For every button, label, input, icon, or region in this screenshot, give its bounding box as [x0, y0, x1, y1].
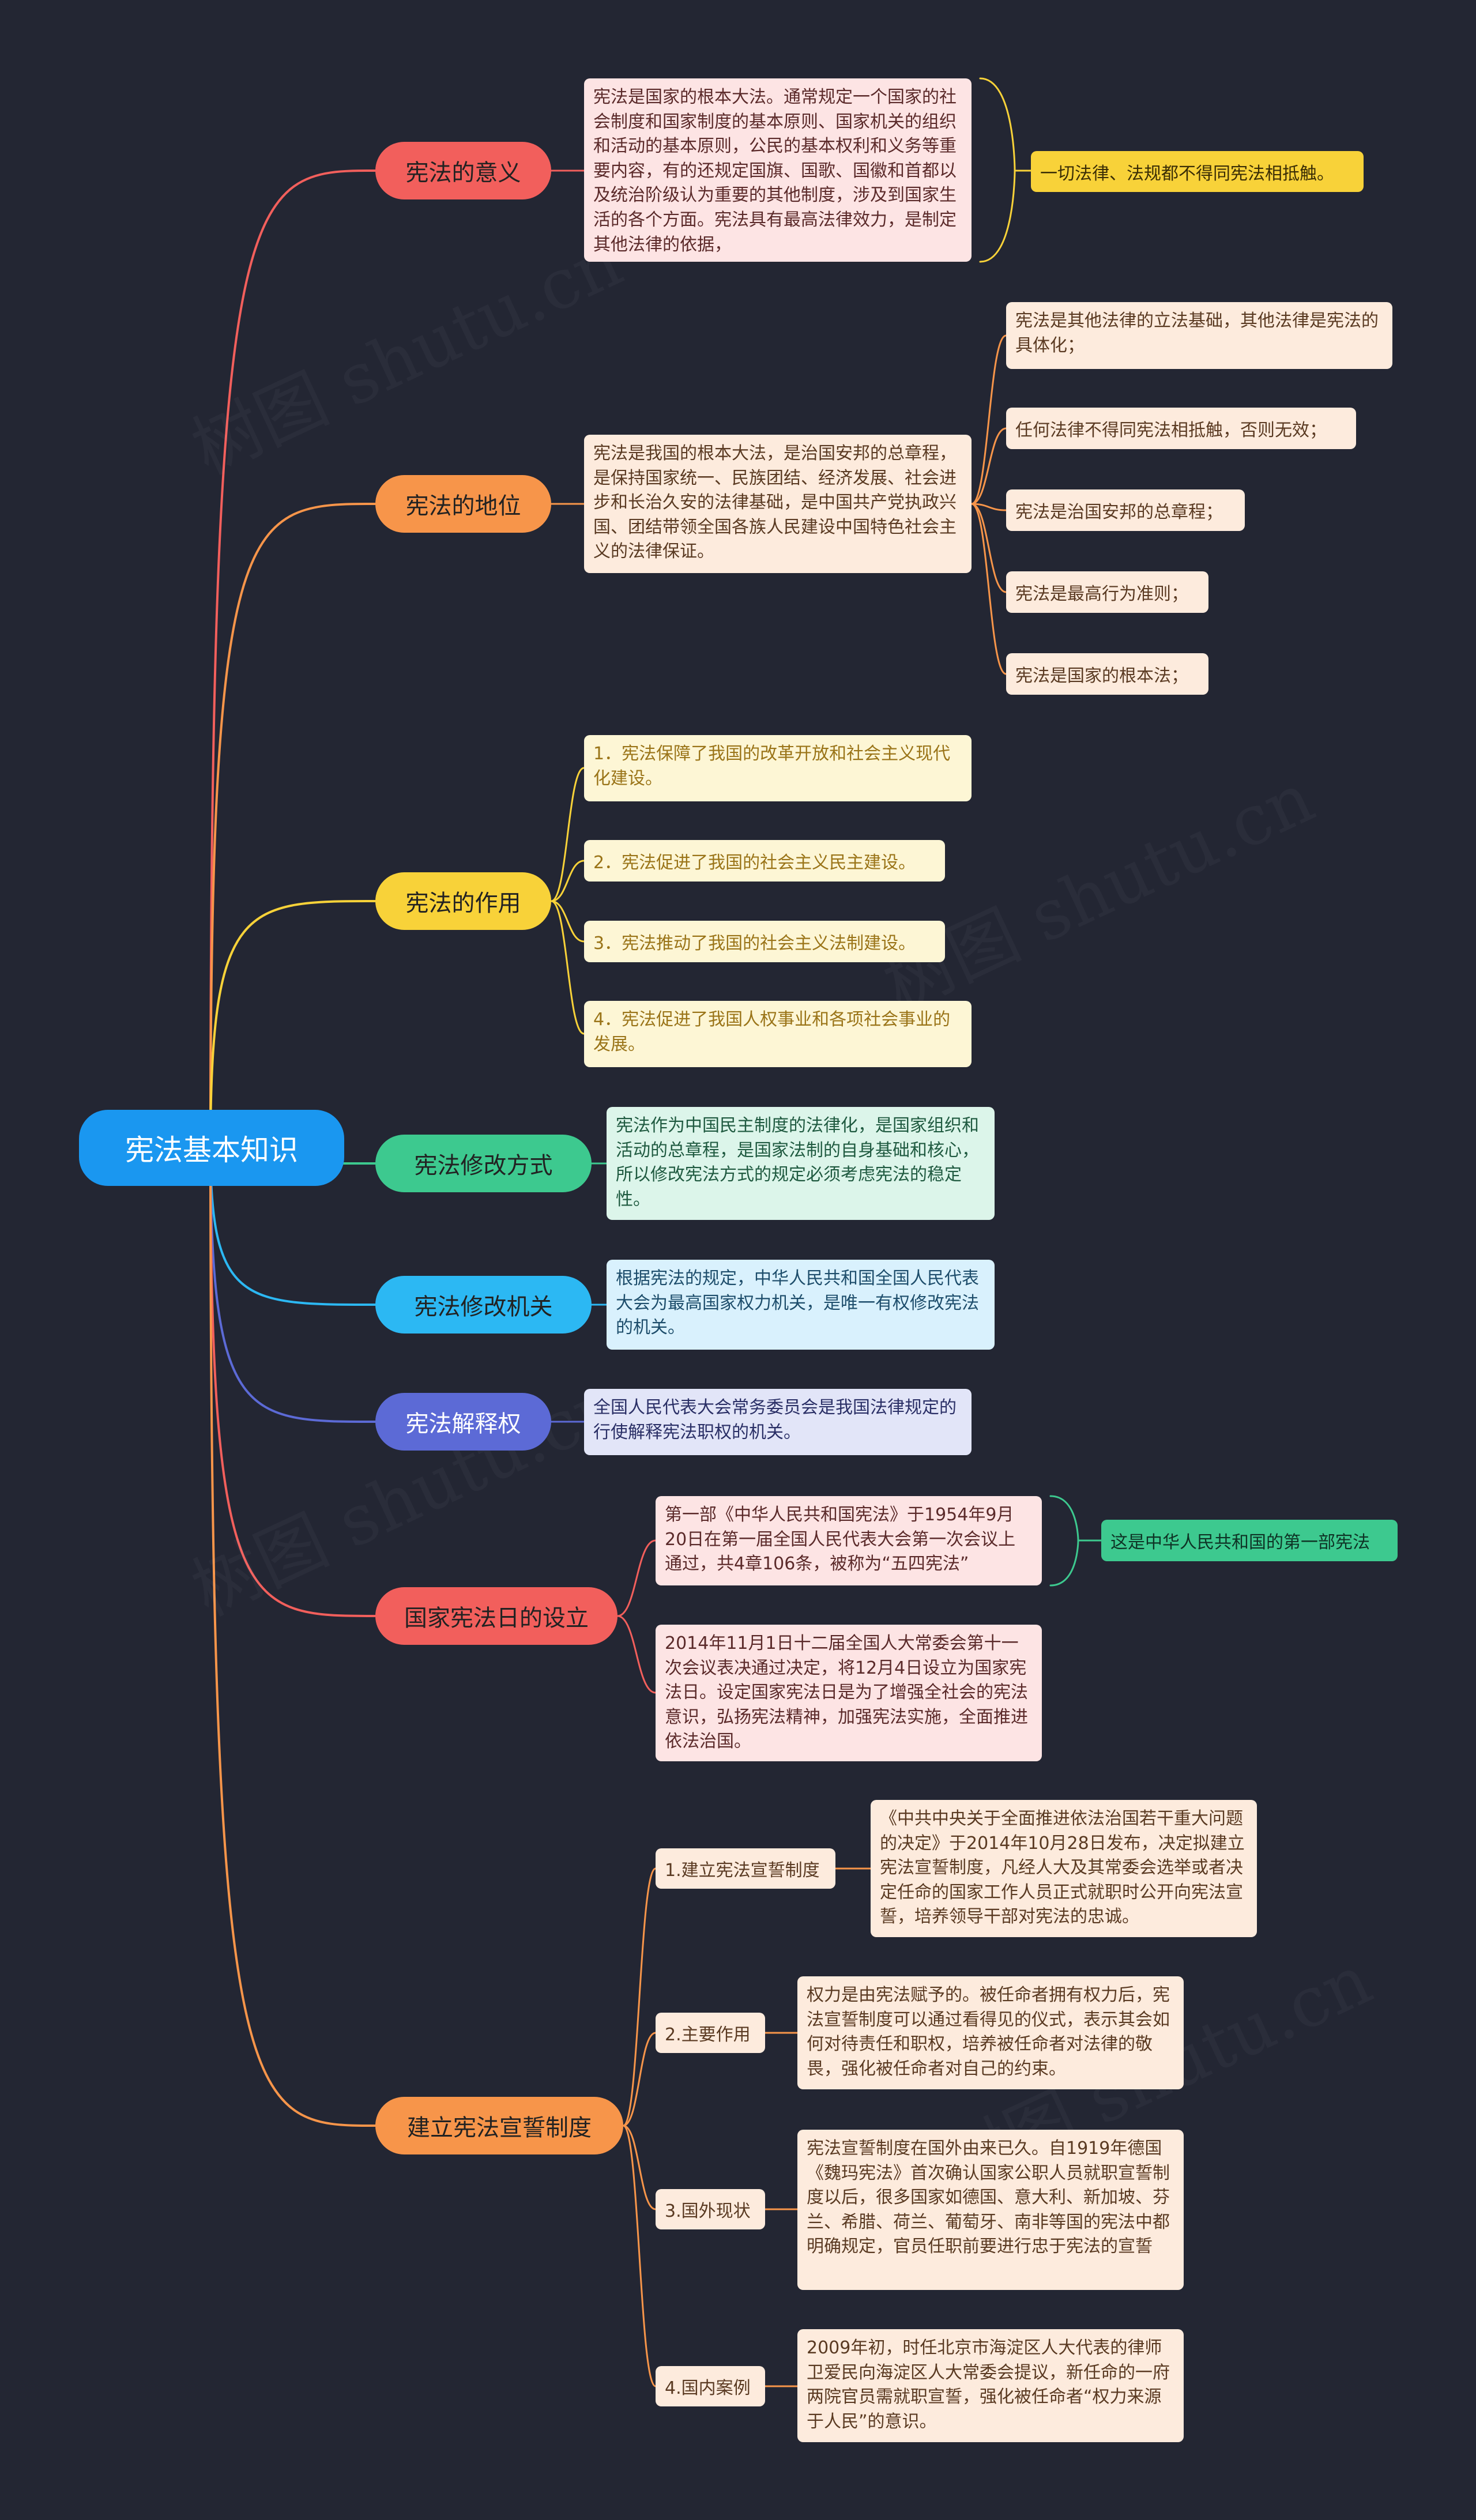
branch-leaf-connector: [616, 1615, 657, 1694]
amend-method-detail: 宪法作为中国民主制度的法律化，是国家组织和活动的总章程，是国家法制的自身基础和核…: [607, 1107, 995, 1220]
branch-oath-system[interactable]: 建立宪法宣誓制度: [375, 2097, 623, 2154]
branch-label: 宪法修改机关: [414, 1294, 553, 1320]
leaf-text: 2009年初，时任北京市海淀区人大代表的律师卫爱民向海淀区人大常委会提议，新任命…: [807, 2338, 1170, 2432]
branch-label: 宪法的作用: [405, 890, 521, 917]
branch-leaf-connector: [970, 427, 1007, 505]
status-point: 宪法是治国安邦的总章程；: [1006, 489, 1245, 531]
branch-label: 宪法修改方式: [414, 1152, 553, 1179]
root-topic[interactable]: 宪法基本知识: [79, 1110, 344, 1186]
function-point: 3．宪法推动了我国的社会主义法制建设。: [584, 921, 945, 962]
leaf-text: 2．宪法促进了我国的社会主义民主建设。: [593, 853, 916, 873]
status-detail: 宪法是我国的根本大法，是治国安邦的总章程，是保持国家统一、民族团结、经济发展、社…: [584, 435, 972, 573]
root-branch-connector: [209, 1147, 376, 2127]
branch-leaf-connector: [622, 2032, 657, 2127]
branch-interpretation[interactable]: 宪法解释权: [375, 1393, 551, 1451]
oath-sub-topic[interactable]: 3.国外现状: [656, 2189, 765, 2229]
root-branch-connector: [209, 503, 376, 1149]
leaf-text: 宪法是其他法律的立法基础，其他法律是宪法的具体化；: [1015, 311, 1379, 356]
meaning-summary: 一切法律、法规都不得同宪法相抵触。: [1031, 151, 1364, 192]
leaf-text: 第一部《中华人民共和国宪法》于1954年9月20日在第一届全国人民代表大会第一次…: [665, 1505, 1016, 1574]
branch-label: 宪法解释权: [405, 1411, 521, 1437]
oath-sub-topic[interactable]: 4.国内案例: [656, 2366, 765, 2406]
leaf-text: 宪法是最高行为准则；: [1015, 584, 1188, 604]
branch-leaf-connector: [550, 860, 585, 902]
oath-sub-detail: 宪法宣誓制度在国外由来已久。自1919年德国《魏玛宪法》首次确认国家公职人员就职…: [797, 2130, 1184, 2290]
leaf-text: 任何法律不得同宪法相抵触，否则无效；: [1015, 420, 1327, 440]
root-branch-connector: [209, 1147, 376, 1423]
oath-sub-detail: 《中共中央关于全面推进依法治国若干重大问题的决定》于2014年10月28日发布，…: [871, 1800, 1257, 1937]
branch-constitution-day[interactable]: 国家宪法日的设立: [375, 1587, 617, 1645]
branch-amend-method[interactable]: 宪法修改方式: [375, 1135, 592, 1192]
branch-label: 宪法的意义: [405, 160, 521, 186]
leaf-text: 《中共中央关于全面推进依法治国若干重大问题的决定》于2014年10月28日发布，…: [880, 1809, 1245, 1927]
meaning-detail: 宪法是国家的根本大法。通常规定一个国家的社会制度和国家制度的基本原则、国家机关的…: [584, 78, 972, 262]
leaf-text: 宪法是国家的根本大法。通常规定一个国家的社会制度和国家制度的基本原则、国家机关的…: [593, 87, 957, 255]
function-point: 2．宪法促进了我国的社会主义民主建设。: [584, 840, 945, 882]
branch-amend-organ[interactable]: 宪法修改机关: [375, 1276, 592, 1334]
branch-label: 宪法的地位: [405, 493, 521, 519]
leaf-text: 2014年11月1日十二届全国人大常委会第十一次会议表决通过决定，将12月4日设…: [665, 1633, 1028, 1752]
status-point: 宪法是最高行为准则；: [1006, 571, 1208, 613]
branch-label: 建立宪法宣誓制度: [407, 2115, 592, 2141]
root-topic-label: 宪法基本知识: [125, 1133, 298, 1167]
branch-leaf-connector: [622, 2125, 657, 2210]
constitution-day-second: 2014年11月1日十二届全国人大常委会第十一次会议表决通过决定，将12月4日设…: [656, 1625, 1042, 1761]
root-branch-connector: [209, 169, 376, 1149]
oath-sub-detail: 权力是由宪法赋予的。被任命者拥有权力后，宪法宣誓制度可以通过看得见的仪式，表示其…: [797, 1976, 1184, 2089]
branch-leaf-connector: [622, 1867, 657, 2127]
branch-leaf-connector: [622, 2125, 657, 2387]
sub-topic-label: 1.建立宪法宣誓制度: [665, 1860, 820, 1881]
branch-leaf-connector: [970, 334, 1007, 505]
status-point: 宪法是国家的根本法；: [1006, 653, 1208, 695]
leaf-text: 宪法是治国安邦的总章程；: [1015, 502, 1223, 522]
sub-topic-label: 4.国内案例: [665, 2378, 751, 2398]
function-point: 4．宪法促进了我国人权事业和各项社会事业的发展。: [584, 1001, 972, 1067]
leaf-text: 宪法宣誓制度在国外由来已久。自1919年德国《魏玛宪法》首次确认国家公职人员就职…: [807, 2138, 1170, 2257]
status-point: 宪法是其他法律的立法基础，其他法律是宪法的具体化；: [1006, 302, 1392, 369]
oath-sub-topic[interactable]: 2.主要作用: [656, 2013, 765, 2053]
branch-leaf-connector: [550, 767, 585, 902]
branch-leaf-connector: [970, 503, 1007, 675]
constitution-day-first: 第一部《中华人民共和国宪法》于1954年9月20日在第一届全国人民代表大会第一次…: [656, 1496, 1042, 1585]
summary-brace: [1049, 1495, 1079, 1587]
sub-topic-label: 3.国外现状: [665, 2201, 751, 2221]
leaf-text: 全国人民代表大会常务委员会是我国法律规定的行使解释宪法职权的机关。: [593, 1398, 957, 1442]
leaf-text: 宪法作为中国民主制度的法律化，是国家组织和活动的总章程，是国家法制的自身基础和核…: [616, 1116, 979, 1210]
amend-organ-detail: 根据宪法的规定，中华人民共和国全国人民代表大会为最高国家权力机关，是唯一有权修改…: [607, 1260, 995, 1350]
leaf-text: 3．宪法推动了我国的社会主义法制建设。: [593, 933, 916, 954]
oath-sub-topic[interactable]: 1.建立宪法宣誓制度: [656, 1848, 835, 1889]
branch-leaf-connector: [550, 900, 585, 1035]
root-branch-connector: [209, 900, 376, 1149]
leaf-text: 4．宪法促进了我国人权事业和各项社会事业的发展。: [593, 1009, 951, 1054]
branch-meaning[interactable]: 宪法的意义: [375, 142, 551, 199]
summary-text: 一切法律、法规都不得同宪法相抵触。: [1040, 163, 1334, 184]
branch-label: 国家宪法日的设立: [404, 1605, 589, 1632]
leaf-text: 1．宪法保障了我国的改革开放和社会主义现代化建设。: [593, 744, 951, 789]
leaf-text: 宪法是国家的根本法；: [1015, 666, 1188, 686]
branch-function[interactable]: 宪法的作用: [375, 872, 551, 930]
oath-sub-detail: 2009年初，时任北京市海淀区人大代表的律师卫爱民向海淀区人大常委会提议，新任命…: [797, 2329, 1184, 2442]
status-point: 任何法律不得同宪法相抵触，否则无效；: [1006, 408, 1356, 449]
constitution-day-summary: 这是中华人民共和国的第一部宪法: [1101, 1520, 1398, 1561]
sub-topic-label: 2.主要作用: [665, 2025, 751, 2045]
leaf-text: 权力是由宪法赋予的。被任命者拥有权力后，宪法宣誓制度可以通过看得见的仪式，表示其…: [807, 1985, 1170, 2079]
branch-status[interactable]: 宪法的地位: [375, 475, 551, 533]
branch-leaf-connector: [970, 503, 1007, 511]
root-branch-connector: [209, 1147, 376, 1617]
branch-leaf-connector: [616, 1539, 657, 1617]
summary-brace: [979, 77, 1016, 263]
function-point: 1．宪法保障了我国的改革开放和社会主义现代化建设。: [584, 735, 972, 801]
interpretation-detail: 全国人民代表大会常务委员会是我国法律规定的行使解释宪法职权的机关。: [584, 1389, 972, 1455]
summary-text: 这是中华人民共和国的第一部宪法: [1110, 1532, 1370, 1553]
branch-leaf-connector: [970, 503, 1007, 593]
branch-leaf-connector: [550, 900, 585, 943]
root-branch-connector: [209, 1147, 376, 1306]
leaf-text: 宪法是我国的根本大法，是治国安邦的总章程，是保持国家统一、民族团结、经济发展、社…: [593, 443, 957, 562]
leaf-text: 根据宪法的规定，中华人民共和国全国人民代表大会为最高国家权力机关，是唯一有权修改…: [616, 1268, 979, 1338]
